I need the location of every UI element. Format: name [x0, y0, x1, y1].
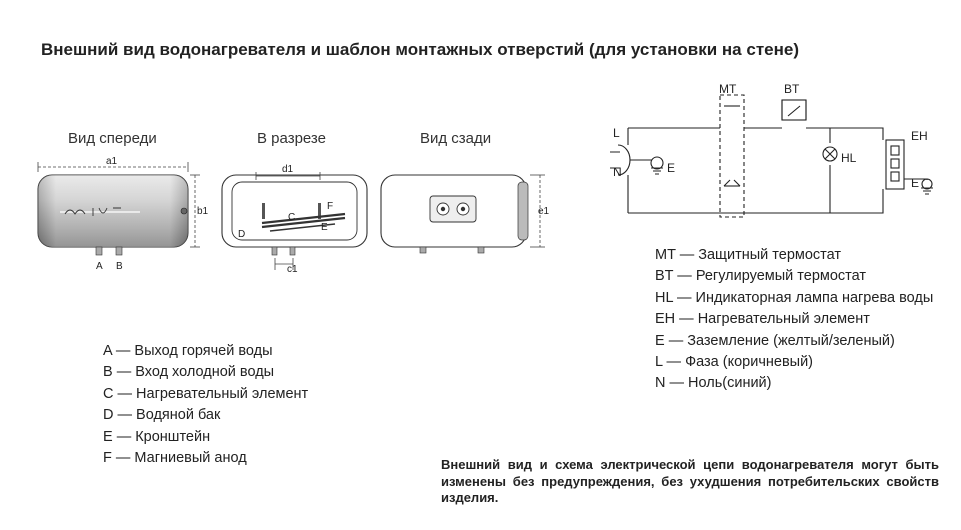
- disclaimer-note: Внешний вид и схема электрической цепи в…: [441, 457, 939, 506]
- legend-item: E — Кронштейн: [103, 428, 211, 445]
- marker-b: B: [116, 261, 123, 272]
- dim-d1: d1: [282, 164, 294, 175]
- legend-item: BT — Регулируемый термостат: [655, 268, 867, 285]
- marker-f: F: [327, 201, 333, 212]
- circuit-legend: MT — Защитный термостат BT — Регулируемы…: [655, 245, 933, 395]
- legend-item: F — Магниевый анод: [103, 450, 247, 467]
- marker-a: A: [96, 261, 103, 272]
- legend-item: E — Заземление (желтый/зеленый): [655, 332, 895, 349]
- legend-item: HL — Индикаторная лампа нагрева воды: [655, 289, 934, 306]
- back-view-label: Вид сзади: [420, 130, 492, 147]
- label-bt: BT: [784, 82, 800, 96]
- dim-e1: e1: [538, 206, 550, 217]
- legend-item: B — Вход холодной воды: [103, 364, 275, 381]
- label-eh: EH: [911, 129, 928, 143]
- legend-item: D — Водяной бак: [103, 407, 221, 424]
- label-n: N: [613, 165, 622, 179]
- legend-item: C — Нагревательный элемент: [103, 385, 309, 402]
- label-mt: MT: [719, 82, 737, 96]
- dim-c1: c1: [287, 264, 298, 275]
- front-view: a1 A B b1: [37, 156, 209, 272]
- front-view-label: Вид спереди: [68, 130, 157, 147]
- label-e: E: [667, 161, 675, 175]
- legend-item: EH — Нагревательный элемент: [655, 311, 870, 328]
- label-hl: HL: [841, 151, 857, 165]
- marker-c: C: [288, 212, 295, 223]
- page-title: Внешний вид водонагревателя и шаблон мон…: [41, 40, 799, 59]
- section-view: d1 C D E F c1: [221, 164, 368, 275]
- legend-item: MT — Защитный термостат: [655, 247, 842, 263]
- section-view-label: В разрезе: [257, 130, 326, 147]
- legend-item: L — Фаза (коричневый): [655, 354, 813, 371]
- brand-logo: [64, 207, 121, 216]
- back-view: e1: [380, 174, 550, 254]
- legend-item: A — Выход горячей воды: [103, 343, 273, 359]
- label-l: L: [613, 126, 620, 140]
- label-e2: E: [911, 176, 919, 190]
- dim-b1: b1: [197, 206, 209, 217]
- marker-d: D: [238, 229, 245, 240]
- marker-e: E: [321, 222, 328, 233]
- electrical-schematic: MT BT HL EH E L N E: [610, 82, 933, 218]
- legend-item: N — Ноль(синий): [655, 375, 772, 392]
- parts-legend: A — Выход горячей воды B — Вход холодной…: [103, 341, 308, 469]
- dim-a1: a1: [106, 156, 118, 167]
